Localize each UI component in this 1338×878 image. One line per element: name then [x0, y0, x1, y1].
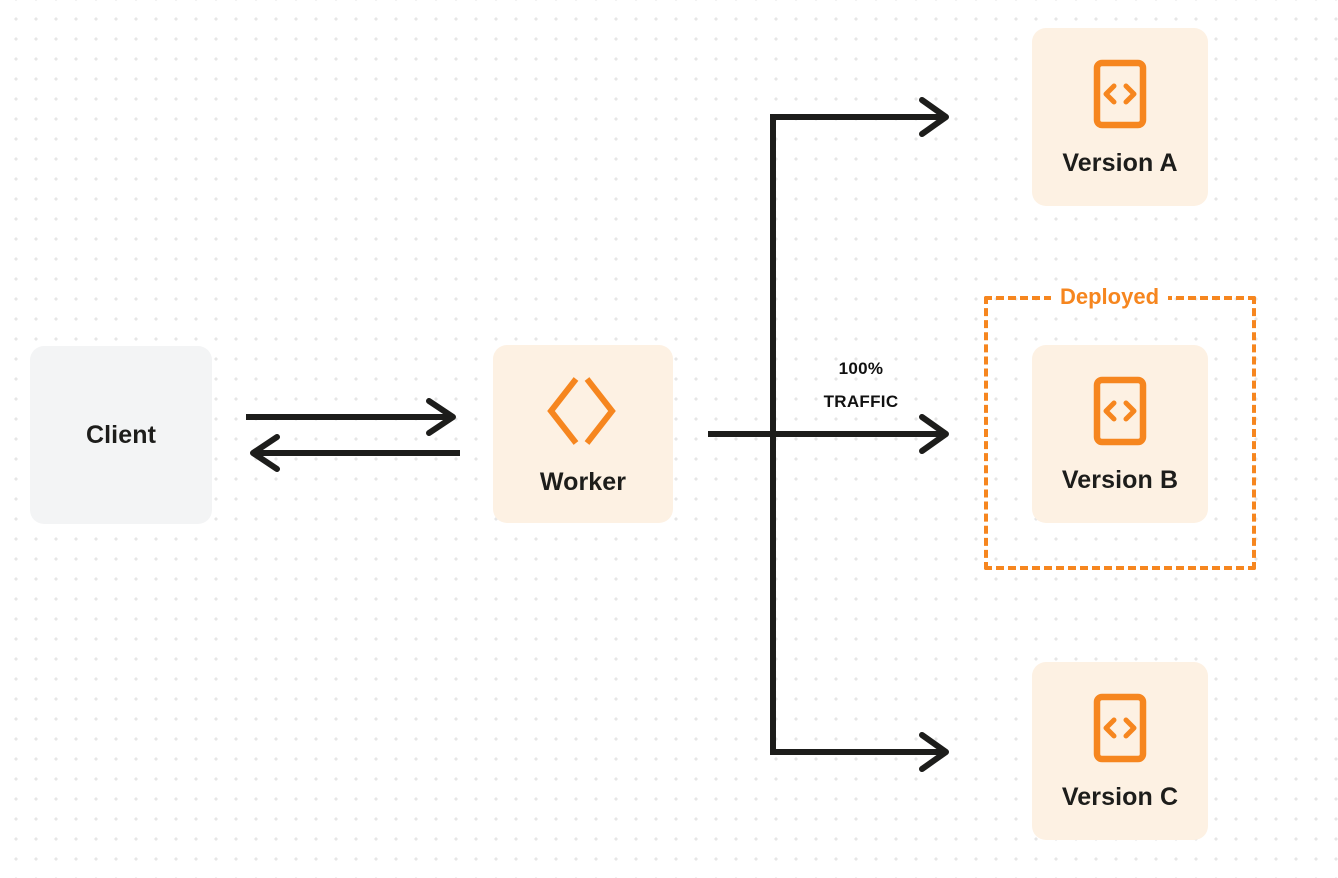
traffic-word: TRAFFIC	[823, 392, 899, 411]
node-version-c-label: Version C	[1061, 782, 1179, 811]
traffic-percent: 100%	[838, 359, 884, 378]
traffic-label: 100% TRAFFIC	[787, 352, 935, 418]
deployed-label: Deployed	[1051, 285, 1169, 309]
arrow-to-version-a	[770, 97, 949, 137]
code-brackets-icon	[1093, 376, 1147, 446]
node-version-a-label: Version A	[1062, 148, 1178, 177]
code-brackets-icon	[1093, 693, 1147, 763]
arrow-client-to-worker	[246, 398, 456, 436]
node-worker[interactable]: Worker	[493, 345, 673, 523]
node-version-b-label: Version B	[1061, 465, 1179, 494]
code-brackets-icon	[1093, 59, 1147, 129]
node-version-b[interactable]: Version B	[1032, 345, 1208, 523]
node-worker-label: Worker	[539, 467, 627, 496]
node-version-a[interactable]: Version A	[1032, 28, 1208, 206]
arrow-to-version-b	[708, 414, 949, 454]
arrow-to-version-c	[770, 732, 949, 772]
arrow-worker-to-client	[250, 434, 460, 472]
cloudflare-workers-icon	[545, 374, 621, 448]
node-version-c[interactable]: Version C	[1032, 662, 1208, 840]
node-client-label: Client	[85, 420, 157, 449]
node-client[interactable]: Client	[30, 346, 212, 524]
